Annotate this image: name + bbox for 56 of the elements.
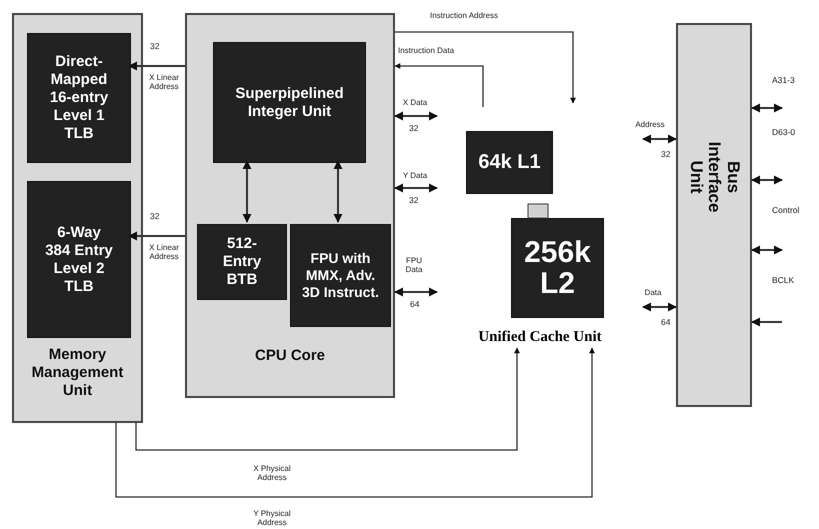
arrow xyxy=(751,246,783,254)
arrow xyxy=(751,104,783,112)
edge-label: X Linear Address xyxy=(146,73,182,92)
arrow xyxy=(128,232,185,240)
block-label: 6-Way 384 Entry Level 2 TLB xyxy=(44,224,114,296)
block-label: Direct-Mapped 16-entry Level 1 TLB xyxy=(48,53,110,143)
block-label: FPU with MMX, Adv. 3D Instruct. xyxy=(300,250,380,301)
arrow xyxy=(394,184,438,192)
signal-name: Control xyxy=(772,206,800,216)
arrow xyxy=(128,62,185,70)
cache-unit-label: Unified Cache Unit xyxy=(462,326,618,348)
fpu-block xyxy=(290,224,391,327)
bus-width-label: 32 xyxy=(409,124,418,134)
block-label: 64k L1 xyxy=(478,152,541,173)
signal-name: BCLK xyxy=(772,276,794,286)
unit-panel xyxy=(12,13,143,423)
arrow xyxy=(395,31,576,104)
bus-width-label: 64 xyxy=(410,300,420,310)
arrow xyxy=(135,347,520,451)
block-label: 512-Entry BTB xyxy=(222,235,262,289)
arrow xyxy=(115,347,595,498)
arrow xyxy=(751,318,782,326)
block-label: Superpipelined Integer Unit xyxy=(234,84,345,120)
tlb-block xyxy=(27,33,131,163)
bus-width-label: 32 xyxy=(150,212,160,222)
unit-title: CPU Core xyxy=(254,347,326,365)
edge-label: Instruction Data xyxy=(398,46,454,56)
block-label: 256k L2 xyxy=(523,236,592,300)
arrow xyxy=(242,160,252,223)
arrow xyxy=(751,176,783,184)
btb-block xyxy=(197,224,287,300)
edge-label: Instruction Address xyxy=(430,11,498,20)
signal-name: A31-3 xyxy=(772,76,795,86)
arrow xyxy=(394,63,484,107)
edge-label: X Data xyxy=(400,98,430,108)
cache-block xyxy=(511,218,604,318)
unit-title: Memory Management Unit xyxy=(30,346,124,400)
arrow xyxy=(334,160,342,223)
signal-name: D63-0 xyxy=(772,128,796,138)
arrow xyxy=(394,288,438,296)
bus-width-label: 32 xyxy=(150,42,160,52)
unit-panel xyxy=(185,13,395,398)
edge-label: Address xyxy=(633,120,667,130)
bus-width-label: 64 xyxy=(661,318,670,328)
bus-width-label: 32 xyxy=(409,196,418,206)
edge-label: Y Data xyxy=(400,171,430,180)
arrow xyxy=(642,134,677,144)
edge-label: X Linear Address xyxy=(146,243,182,262)
tlb-block xyxy=(27,181,131,338)
cache-block xyxy=(466,131,553,194)
integer-unit-block xyxy=(213,42,366,163)
unit-title: Bus Interface Unit xyxy=(686,140,742,214)
arrow xyxy=(394,112,438,120)
bus-width-label: 32 xyxy=(661,150,670,160)
arrow xyxy=(642,302,677,312)
bus-unit-panel xyxy=(676,23,752,407)
